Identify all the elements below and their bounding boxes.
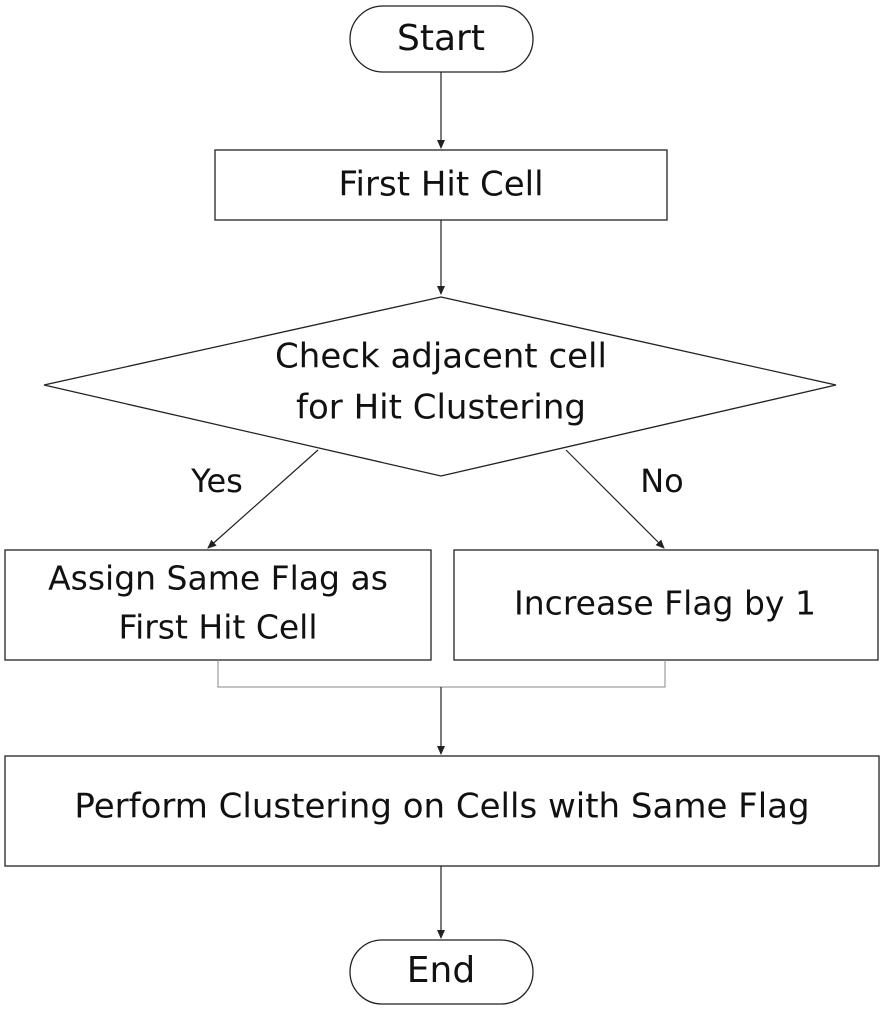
check-label-line2: for Hit Clustering <box>296 388 586 428</box>
perform-clustering-label: Perform Clustering on Cells with Same Fl… <box>74 787 809 827</box>
end-label: End <box>407 950 475 991</box>
assign-label-line1: Assign Same Flag as <box>48 559 388 598</box>
assign-same-flag-box <box>4 549 432 661</box>
no-label: No <box>640 462 684 500</box>
assign-label-line2: First Hit Cell <box>118 608 317 647</box>
arrow-yes-branch <box>207 449 319 549</box>
start-label: Start <box>397 18 485 59</box>
merge-connector <box>217 660 666 688</box>
check-label-line1: Check adjacent cell <box>275 337 607 377</box>
arrow-no-branch <box>565 449 665 549</box>
yes-label: Yes <box>190 462 243 500</box>
first-hit-cell-label: First Hit Cell <box>338 165 543 205</box>
increase-flag-box <box>453 549 879 661</box>
perform-clustering-box <box>4 755 880 867</box>
check-decision-diamond <box>43 296 837 477</box>
increase-flag-label: Increase Flag by 1 <box>514 584 816 623</box>
end-terminator <box>349 939 534 1005</box>
first-hit-cell-box <box>214 149 668 221</box>
